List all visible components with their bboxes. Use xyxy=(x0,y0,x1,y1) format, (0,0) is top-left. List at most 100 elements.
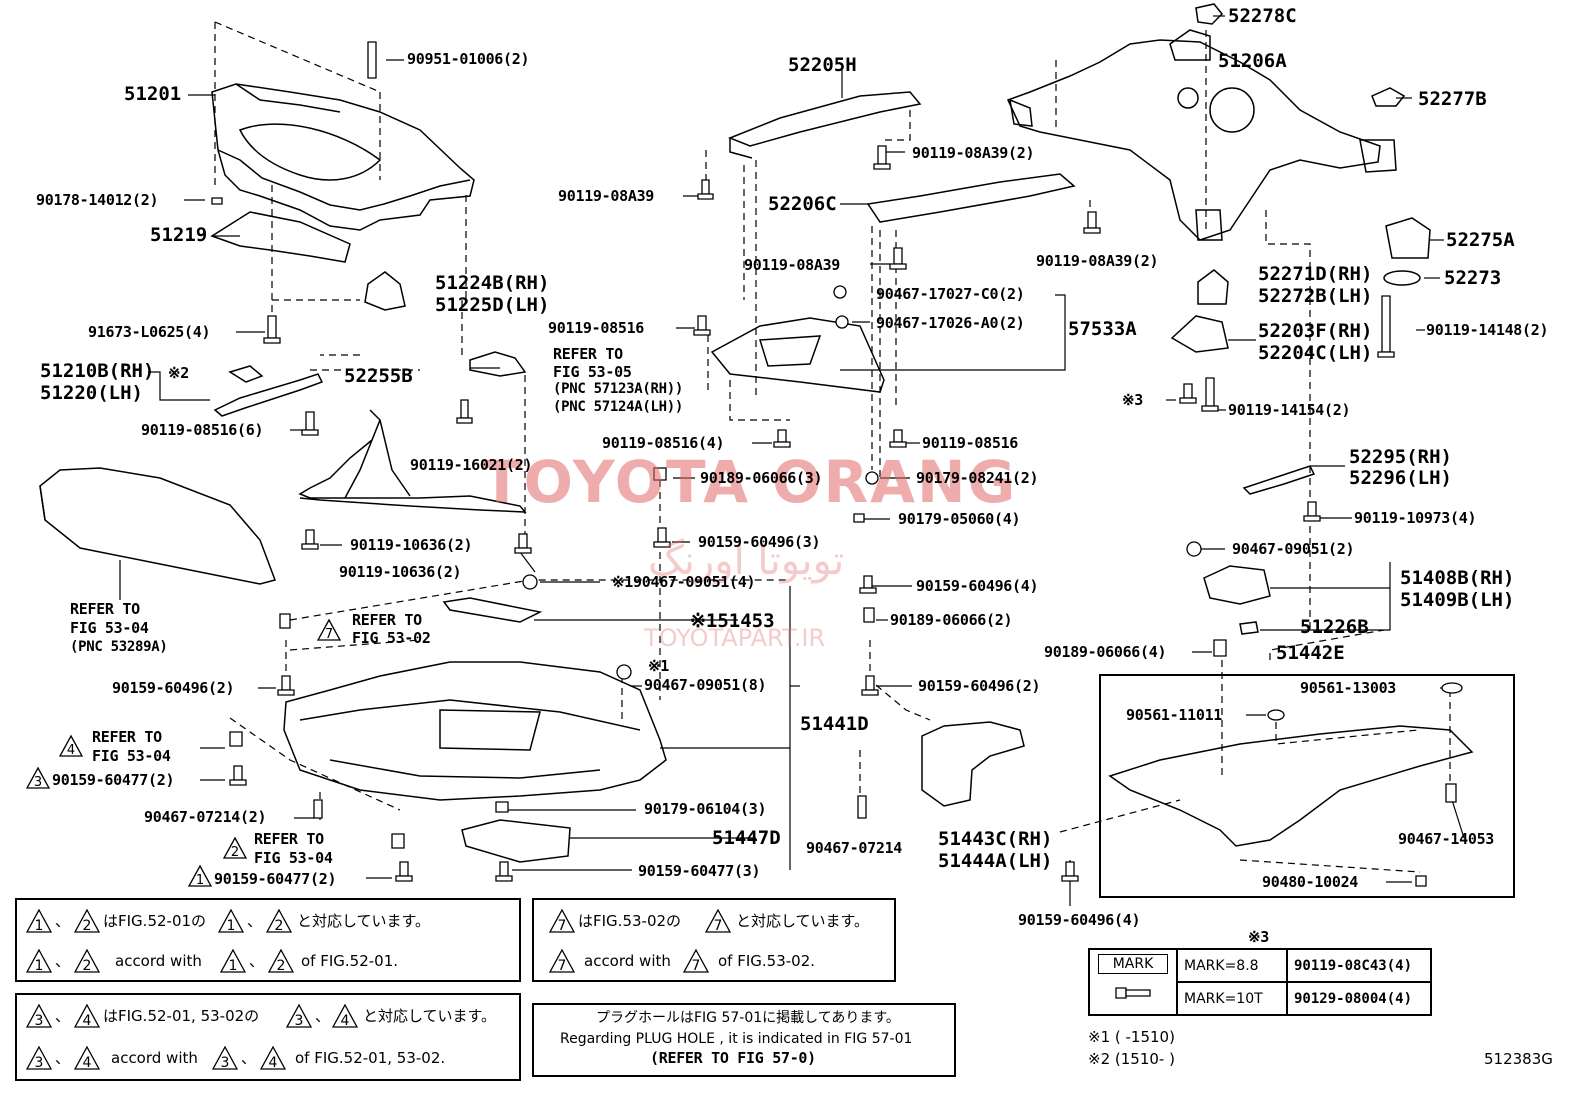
part-90119-16021[interactable]: 90119-16021(2) xyxy=(410,456,533,474)
part-90119-08516-a[interactable]: 90119-08516 xyxy=(548,319,645,337)
part-52277b[interactable]: 52277B xyxy=(1418,88,1487,110)
v-brace-52255b-drawing[interactable] xyxy=(298,409,527,513)
refer-fig-53-05-a[interactable]: REFER TO xyxy=(553,345,623,363)
part-51447d[interactable]: 51447D xyxy=(712,827,781,849)
part-51225d[interactable]: 51225D(LH) xyxy=(435,294,550,316)
part-90480-10024[interactable]: 90480-10024 xyxy=(1262,873,1359,891)
part-51442e[interactable]: 51442E xyxy=(1276,642,1345,664)
part-90189-06066-3[interactable]: 90189-06066(3) xyxy=(700,469,823,487)
part-51210b[interactable]: 51210B(RH) xyxy=(40,360,155,382)
part-90561-13003[interactable]: 90561-13003 xyxy=(1300,679,1397,697)
part-51444a[interactable]: 51444A(LH) xyxy=(938,850,1053,872)
part-90119-08a39-d[interactable]: 90119-08A39(2) xyxy=(1036,252,1159,270)
part-51443c[interactable]: 51443C(RH) xyxy=(938,828,1053,850)
note-box3-text-a: はFIG.52-01, 53-02の xyxy=(103,1007,260,1025)
part-52204c[interactable]: 52204C(LH) xyxy=(1258,342,1373,364)
part-51201[interactable]: 51201 xyxy=(124,83,182,105)
part-52296[interactable]: 52296(LH) xyxy=(1349,467,1452,489)
part-51224b[interactable]: 51224B(RH) xyxy=(435,272,550,294)
mark-row1-part[interactable]: 90119-08C43(4) xyxy=(1286,948,1432,983)
part-90467-07214[interactable]: 90467-07214 xyxy=(806,839,903,857)
part-90159-60477-2a[interactable]: 90159-60477(2) xyxy=(52,771,175,789)
svg-text:7: 7 xyxy=(558,918,567,934)
part-52273[interactable]: 52273 xyxy=(1444,267,1502,289)
part-90119-08a39-a[interactable]: 90119-08A39(2) xyxy=(912,144,1035,162)
part-51220[interactable]: 51220(LH) xyxy=(40,382,143,404)
part-90159-60477-3[interactable]: 90159-60477(3) xyxy=(638,862,761,880)
part-51206a[interactable]: 51206A xyxy=(1218,50,1287,72)
refer-fig-53-05-b[interactable]: FIG 53-05 xyxy=(553,363,632,381)
part-90189-06066-2[interactable]: 90189-06066(2) xyxy=(890,611,1013,629)
part-52271d[interactable]: 52271D(RH) xyxy=(1258,263,1373,285)
refer-fig-53-04-a[interactable]: REFER TO xyxy=(70,600,140,618)
part-90119-08516-4[interactable]: 90119-08516(4) xyxy=(602,434,725,452)
part-52275a[interactable]: 52275A xyxy=(1446,229,1515,251)
part-51409b[interactable]: 51409B(LH) xyxy=(1400,589,1515,611)
part-90467-17027-c0[interactable]: 90467-17027-C0(2) xyxy=(876,285,1025,303)
part-90119-08516-b[interactable]: 90119-08516 xyxy=(922,434,1019,452)
part-90561-11011[interactable]: 90561-11011 xyxy=(1126,706,1223,724)
part-90119-14154[interactable]: 90119-14154(2) xyxy=(1228,401,1351,419)
refer-fig-53-02-a[interactable]: REFER TO xyxy=(352,611,422,629)
part-90467-09051-4[interactable]: ※190467-09051(4) xyxy=(612,573,756,591)
refer-fig-53-04c-a[interactable]: REFER TO xyxy=(254,830,324,848)
refer-fig-53-04-b[interactable]: FIG 53-04 xyxy=(70,619,149,637)
plug-hole-refer[interactable]: (REFER TO FIG 57-0) xyxy=(650,1049,816,1067)
part-91673-l0625[interactable]: 91673-L0625(4) xyxy=(88,323,211,341)
part-52278c[interactable]: 52278C xyxy=(1228,5,1297,27)
part-90119-14148[interactable]: 90119-14148(2) xyxy=(1426,321,1549,339)
plate-57533a-drawing[interactable] xyxy=(710,317,885,393)
rear-under-cover-51442e-drawing[interactable] xyxy=(1108,725,1474,847)
engine-under-cover-51441d-drawing[interactable] xyxy=(283,661,667,801)
part-52205h[interactable]: 52205H xyxy=(788,54,857,76)
part-90467-09051-8[interactable]: 90467-09051(8) xyxy=(644,676,767,694)
refer-fig-53-04b-b[interactable]: FIG 53-04 xyxy=(92,747,171,765)
part-90119-08516-6[interactable]: 90119-08516(6) xyxy=(141,421,264,439)
part-90179-06104[interactable]: 90179-06104(3) xyxy=(644,800,767,818)
part-52272b[interactable]: 52272B(LH) xyxy=(1258,285,1373,307)
mark-row2-part[interactable]: 90129-08004(4) xyxy=(1286,981,1432,1016)
part-52203f[interactable]: 52203F(RH) xyxy=(1258,320,1373,342)
refer-fig-53-04b-a[interactable]: REFER TO xyxy=(92,728,162,746)
part-90159-60496-2b[interactable]: 90159-60496(2) xyxy=(918,677,1041,695)
brace-52206c-drawing[interactable] xyxy=(866,173,1076,223)
part-57533a[interactable]: 57533A xyxy=(1068,318,1137,340)
part-90159-60496-4a[interactable]: 90159-60496(4) xyxy=(916,577,1039,595)
part-90159-60496-4b[interactable]: 90159-60496(4) xyxy=(1018,911,1141,929)
part-52206c[interactable]: 52206C xyxy=(768,193,837,215)
part-52295[interactable]: 52295(RH) xyxy=(1349,446,1452,468)
front-crossmember-drawing[interactable] xyxy=(211,83,475,231)
fasteners[interactable] xyxy=(211,41,1463,999)
part-90467-07214-2[interactable]: 90467-07214(2) xyxy=(144,808,267,826)
part-90179-05060[interactable]: 90179-05060(4) xyxy=(898,510,1021,528)
rear-crossmember-drawing[interactable] xyxy=(1006,29,1397,241)
bracket-51219-drawing[interactable] xyxy=(210,211,351,263)
part-51219[interactable]: 51219 xyxy=(150,224,208,246)
part-51408b[interactable]: 51408B(RH) xyxy=(1400,567,1515,589)
part-90467-09051-2[interactable]: 90467-09051(2) xyxy=(1232,540,1355,558)
brace-52205h-drawing[interactable] xyxy=(727,91,922,147)
part-90159-60496-3[interactable]: 90159-60496(3) xyxy=(698,533,821,551)
part-90467-14053[interactable]: 90467-14053 xyxy=(1398,830,1495,848)
refer-fig-53-04c-b[interactable]: FIG 53-04 xyxy=(254,849,333,867)
part-90119-08a39-c[interactable]: 90119-08A39 xyxy=(744,256,841,274)
part-52255b[interactable]: 52255B xyxy=(344,365,413,387)
part-90178-14012[interactable]: 90178-14012(2) xyxy=(36,191,159,209)
part-90119-10636-a[interactable]: 90119-10636(2) xyxy=(350,536,473,554)
refer-fig-53-02-b[interactable]: FIG 53-02 xyxy=(352,629,431,647)
note-box2-text-b: と対応しています。 xyxy=(736,912,870,930)
part-90467-17026-a0[interactable]: 90467-17026-A0(2) xyxy=(876,314,1025,332)
part-90119-10636-b[interactable]: 90119-10636(2) xyxy=(339,563,462,581)
part-90951-01006[interactable]: 90951-01006(2) xyxy=(407,50,530,68)
part-51226b[interactable]: 51226B xyxy=(1300,616,1369,638)
side-cover-51443c-drawing[interactable] xyxy=(921,721,1025,807)
part-90119-08a39-b[interactable]: 90119-08A39 xyxy=(558,187,655,205)
part-90119-10973[interactable]: 90119-10973(4) xyxy=(1354,509,1477,527)
part-90179-08241[interactable]: 90179-08241(2) xyxy=(916,469,1039,487)
part-90189-06066-4[interactable]: 90189-06066(4) xyxy=(1044,643,1167,661)
part-90159-60496-2a[interactable]: 90159-60496(2) xyxy=(112,679,235,697)
part-51453[interactable]: ※151453 xyxy=(690,610,775,632)
part-90159-60477-2b[interactable]: 90159-60477(2) xyxy=(214,870,337,888)
refer-fig-53-05-d: (PNC 57124A(LH)) xyxy=(553,399,684,415)
part-51441d[interactable]: 51441D xyxy=(800,713,869,735)
